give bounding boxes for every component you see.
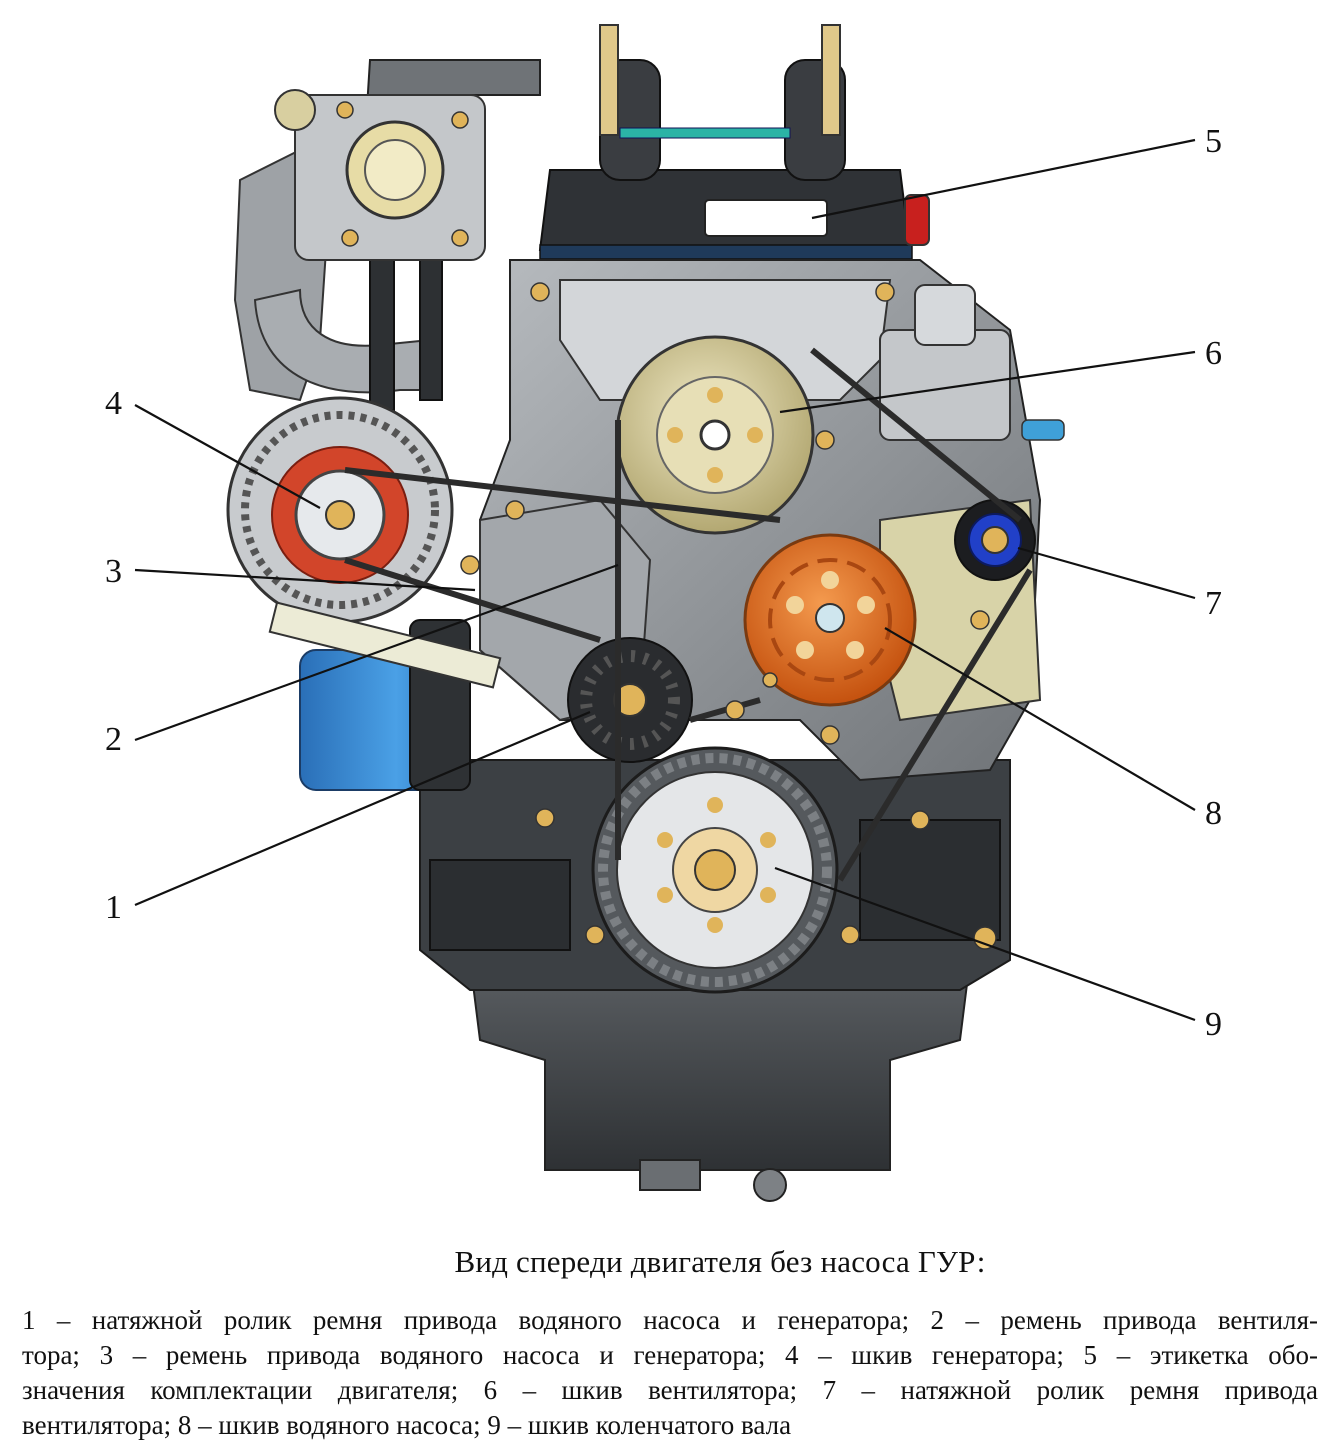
callout-4: 4 (105, 385, 122, 422)
leader-lines (134, 138, 1196, 1022)
callout-numbers: 1 2 3 4 5 6 7 8 9 (105, 123, 1222, 1043)
engine-front-view-diagram: 1 2 3 4 5 6 7 8 9 (105, 24, 1222, 1202)
crankshaft-pulley (591, 746, 839, 994)
thermostat-housing (879, 284, 1065, 441)
oil-sump (468, 959, 972, 1202)
callout-1: 1 (105, 889, 122, 926)
water-pump-pulley (743, 533, 917, 707)
bolts (460, 282, 997, 950)
callout-6: 6 (1205, 335, 1222, 372)
callout-5: 5 (1205, 123, 1222, 160)
fan-pulley (615, 335, 815, 535)
throttle-body (274, 89, 486, 261)
legend-line: значения комплектации двигателя; 6 – шки… (22, 1375, 1318, 1405)
callout-2: 2 (105, 721, 122, 758)
caption-title: Вид спереди двигателя без насоса ГУР: (454, 1244, 986, 1279)
callout-8: 8 (1205, 795, 1222, 832)
fan-drive-belt (615, 347, 1033, 882)
water-pump-belt-tension-roller (567, 637, 693, 763)
legend-line: тора; 3 – ремень привода водяного насоса… (22, 1340, 1318, 1370)
callout-9: 9 (1205, 1006, 1222, 1043)
alternator (226, 396, 502, 689)
legend-line: вентилятора; 8 – шкив водяного насоса; 9… (22, 1410, 792, 1440)
fan-belt-tension-roller (954, 499, 1036, 581)
engine-config-label (704, 199, 828, 237)
caption-legend: 1 – натяжной ролик ремня привода водяног… (22, 1303, 1318, 1443)
valve-cover (538, 24, 930, 260)
callout-7: 7 (1205, 585, 1222, 622)
callout-3: 3 (105, 553, 122, 590)
legend-line: 1 – натяжной ролик ремня привода водяног… (22, 1305, 1318, 1335)
water-pump-belt (344, 467, 781, 723)
